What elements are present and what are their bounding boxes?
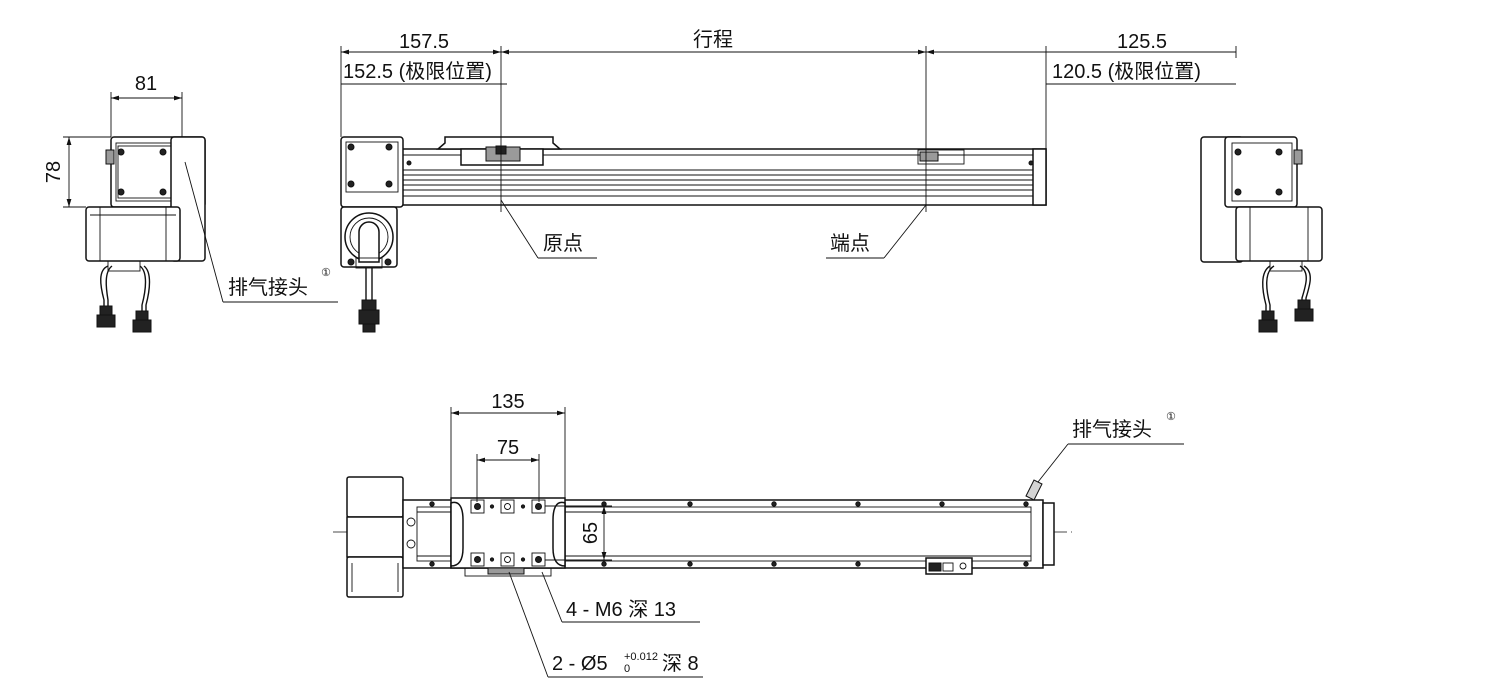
tapped-hole-callout: 4 - M6 深 13 bbox=[541, 571, 700, 623]
dim-end-limit: 120.5 (极限位置) bbox=[1052, 60, 1201, 83]
dim-stroke-label: 行程 bbox=[693, 28, 733, 51]
dim-end-offset: 125.5 bbox=[1117, 31, 1167, 53]
pin-hole-prefix: 2 - Ø5 bbox=[552, 653, 608, 675]
dim-end: 125.5 120.5 (极限位置) bbox=[926, 31, 1237, 149]
exhaust-marker-top: ① bbox=[1166, 411, 1176, 423]
dim-78-label: 78 bbox=[43, 161, 65, 183]
pin-tol-lower: 0 bbox=[624, 663, 630, 675]
dim-75: 75 bbox=[476, 437, 540, 502]
pin-hole-callout: 2 - Ø5 +0.012 0 深 8 bbox=[508, 571, 703, 678]
pin-tol-upper: +0.012 bbox=[624, 651, 658, 663]
origin-callout: 原点 bbox=[500, 199, 597, 259]
dim-origin: 157.5 152.5 (极限位置) bbox=[340, 31, 507, 212]
exhaust-marker-left: ① bbox=[321, 267, 331, 279]
dim-origin-offset: 157.5 bbox=[399, 31, 449, 53]
slider-holes bbox=[470, 499, 546, 567]
exhaust-label-top: 排气接头 bbox=[1072, 418, 1152, 441]
dim-135: 135 bbox=[450, 391, 566, 498]
dim-81: 81 bbox=[110, 73, 183, 137]
top-view bbox=[333, 476, 1072, 598]
dim-135-label: 135 bbox=[491, 391, 524, 413]
end-point-callout: 端点 bbox=[826, 204, 927, 259]
right-end-view bbox=[1200, 136, 1323, 333]
rail-screw-row-top bbox=[429, 501, 1029, 507]
left-end-view bbox=[85, 136, 206, 333]
exhaust-leader-top: 排气接头 ① bbox=[1037, 411, 1184, 483]
dim-stroke: 行程 bbox=[501, 28, 927, 212]
exhaust-leader-left: 排气接头 ① bbox=[184, 161, 338, 303]
main-side-view bbox=[340, 136, 1047, 333]
dim-65-label: 65 bbox=[580, 522, 602, 544]
dim-75-label: 75 bbox=[497, 437, 519, 459]
dim-65: 65 bbox=[545, 505, 612, 561]
dim-origin-limit: 152.5 (极限位置) bbox=[343, 60, 492, 83]
dim-78: 78 bbox=[43, 136, 111, 208]
pin-hole-suffix: 深 8 bbox=[662, 652, 699, 675]
origin-label: 原点 bbox=[543, 232, 583, 255]
tapped-hole-label: 4 - M6 深 13 bbox=[566, 598, 676, 621]
exhaust-label-left: 排气接头 bbox=[228, 276, 308, 299]
end-point-label: 端点 bbox=[830, 232, 870, 255]
dim-81-label: 81 bbox=[135, 73, 157, 95]
